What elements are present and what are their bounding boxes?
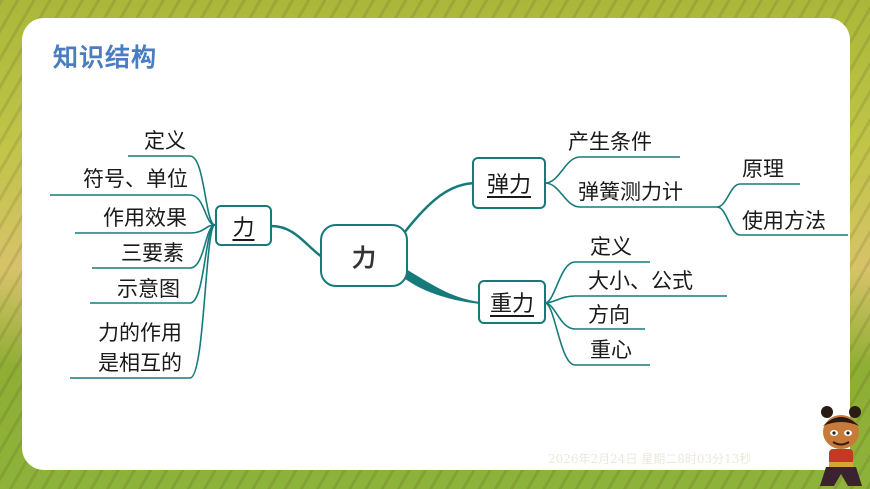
mascot-character-icon [820,406,862,486]
gravity-leaf-definition: 定义 [590,235,632,259]
spring-scale-principle: 原理 [742,157,784,181]
center-node[interactable]: 力 [320,224,408,287]
left-leaf-mutual-2: 是相互的 [98,351,182,375]
left-leaf-symbol-unit: 符号、单位 [83,167,188,191]
node-gravity[interactable]: 重力 [478,280,546,324]
node-elastic-force[interactable]: 弹力 [472,157,546,209]
timestamp: 2026年2月24日 星期二8时03分13秒 [548,452,752,466]
gravity-leaf-center: 重心 [590,338,632,362]
elastic-leaf-spring-scale: 弹簧测力计 [578,180,683,204]
elastic-leaf-condition: 产生条件 [568,130,652,154]
content-card [22,18,850,470]
spring-scale-usage: 使用方法 [742,209,826,233]
left-leaf-diagram: 示意图 [117,277,180,301]
left-leaf-mutual-1: 力的作用 [98,321,182,345]
slide-title: 知识结构 [53,43,158,72]
left-leaf-effect: 作用效果 [103,206,187,230]
left-leaf-definition: 定义 [144,129,186,153]
left-leaf-three-elements: 三要素 [121,241,184,265]
gravity-leaf-magnitude-formula: 大小、公式 [588,269,693,293]
gravity-leaf-direction: 方向 [588,303,630,327]
left-node-force[interactable]: 力 [215,205,272,246]
